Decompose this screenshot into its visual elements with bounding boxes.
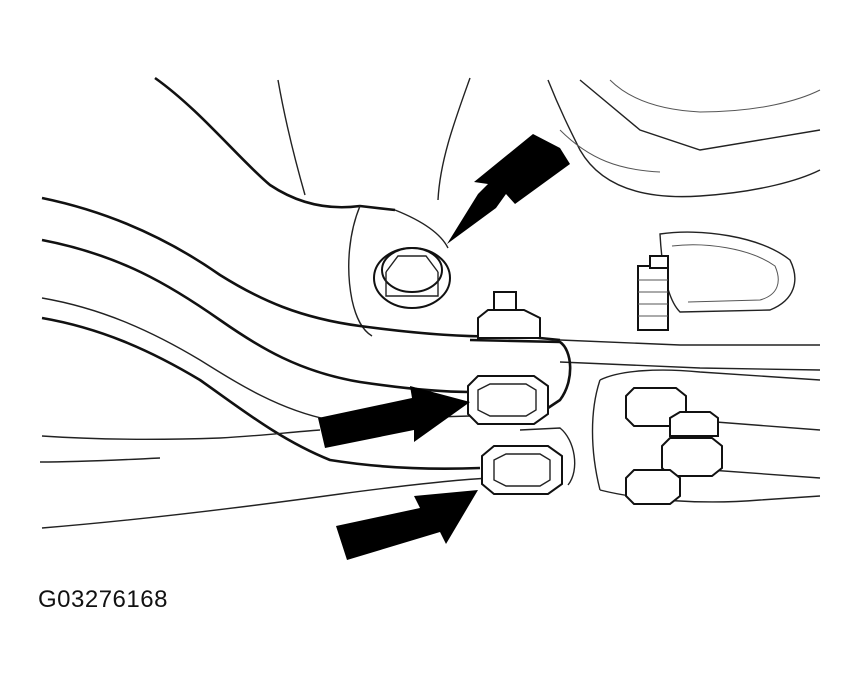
lower-arm-nut-icon-2 [481, 445, 563, 495]
lower-arm-nut-icon [467, 375, 549, 425]
lower-control-arm [39, 196, 561, 529]
upper-bolt-icon [373, 247, 451, 309]
figure-id-label: G03276168 [38, 586, 168, 613]
frame-outline [154, 76, 821, 337]
knuckle-stud-icon [637, 255, 669, 331]
stud-nut-icon [477, 291, 541, 339]
knuckle-bracket [469, 231, 821, 503]
knuckle-nut-icon [625, 387, 723, 505]
callout-arrow-icon [318, 134, 570, 560]
